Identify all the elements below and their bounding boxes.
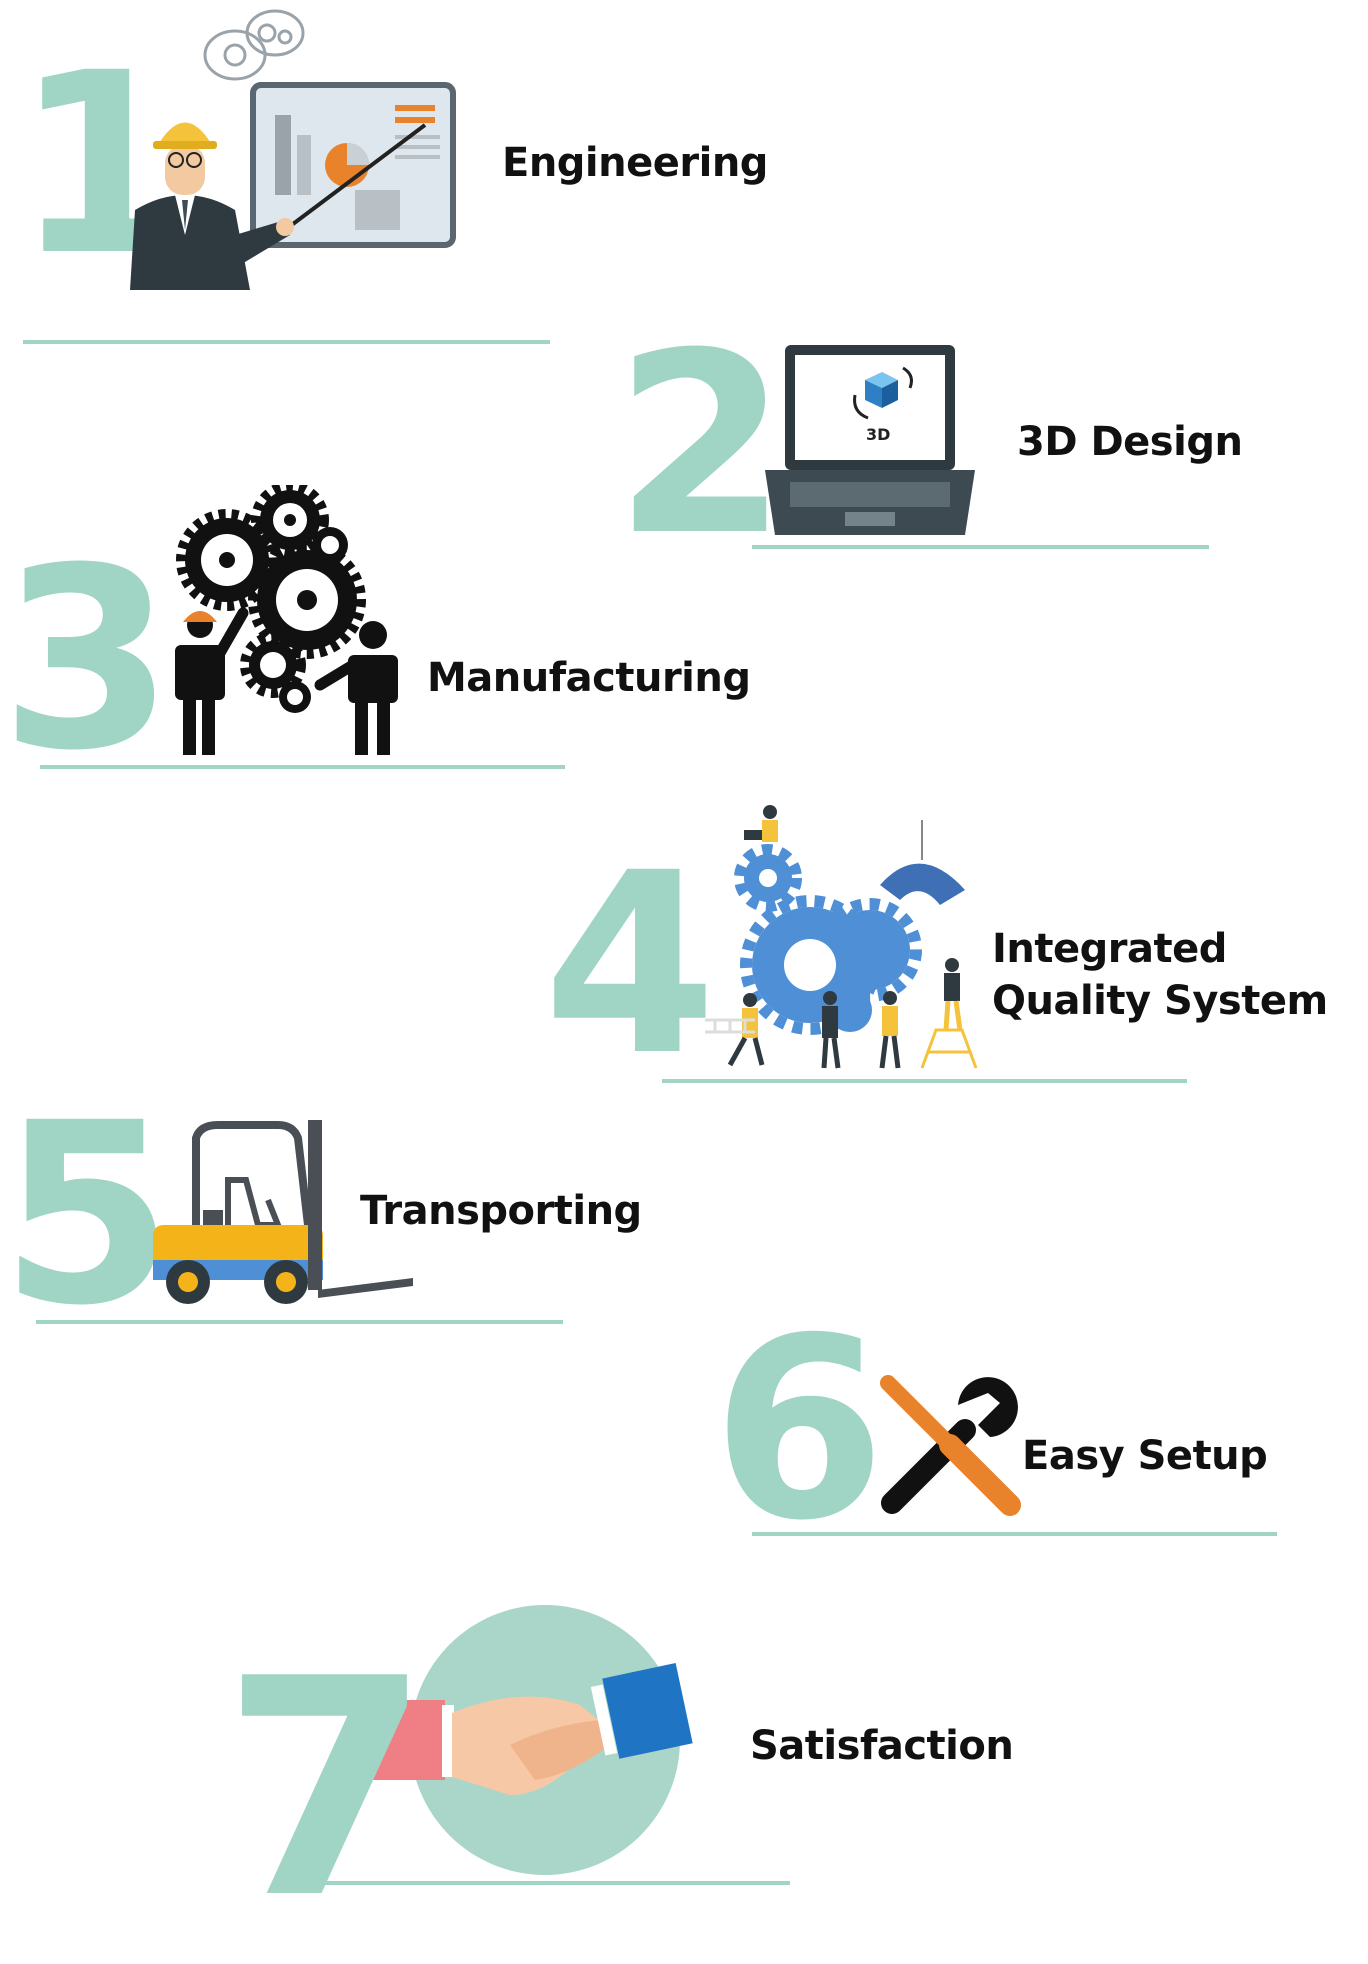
laptop-3d-icon: 3D: [760, 340, 980, 540]
step-divider-1: [23, 340, 550, 344]
forklift-icon: [148, 1120, 413, 1310]
laptop-screen-text: 3D: [866, 425, 890, 444]
step-number-2: 2: [614, 299, 788, 590]
step-divider-2: [752, 545, 1209, 549]
step-label-integrated-quality-system: Integrated Quality System: [992, 923, 1328, 1027]
step-divider-5: [36, 1320, 563, 1324]
step-divider-4: [662, 1079, 1187, 1083]
step-divider-6: [752, 1532, 1277, 1536]
team-gears-icon: [700, 800, 1020, 1080]
step-label-engineering: Engineering: [502, 140, 768, 186]
handshake-icon: [360, 1595, 730, 1889]
step-label-3d-design: 3D Design: [1017, 419, 1243, 465]
engineer-presentation-icon: [125, 5, 465, 290]
step-number-4: 4: [543, 819, 717, 1110]
step-label-line-1: Integrated: [992, 926, 1227, 972]
step-divider-3: [40, 765, 565, 769]
gears-workers-icon: [165, 485, 410, 755]
step-number-5: 5: [0, 1069, 174, 1360]
step-label-satisfaction: Satisfaction: [750, 1723, 1014, 1769]
step-label-transporting: Transporting: [360, 1188, 642, 1234]
step-number-7: 7: [222, 1615, 431, 1964]
step-label-manufacturing: Manufacturing: [427, 655, 751, 701]
step-number-6: 6: [712, 1284, 886, 1575]
step-divider-7: [300, 1881, 790, 1885]
wrench-screwdriver-icon: [870, 1365, 1030, 1525]
step-label-line-2: Quality System: [992, 978, 1328, 1024]
step-number-3: 3: [0, 514, 174, 805]
step-label-easy-setup: Easy Setup: [1022, 1433, 1268, 1479]
